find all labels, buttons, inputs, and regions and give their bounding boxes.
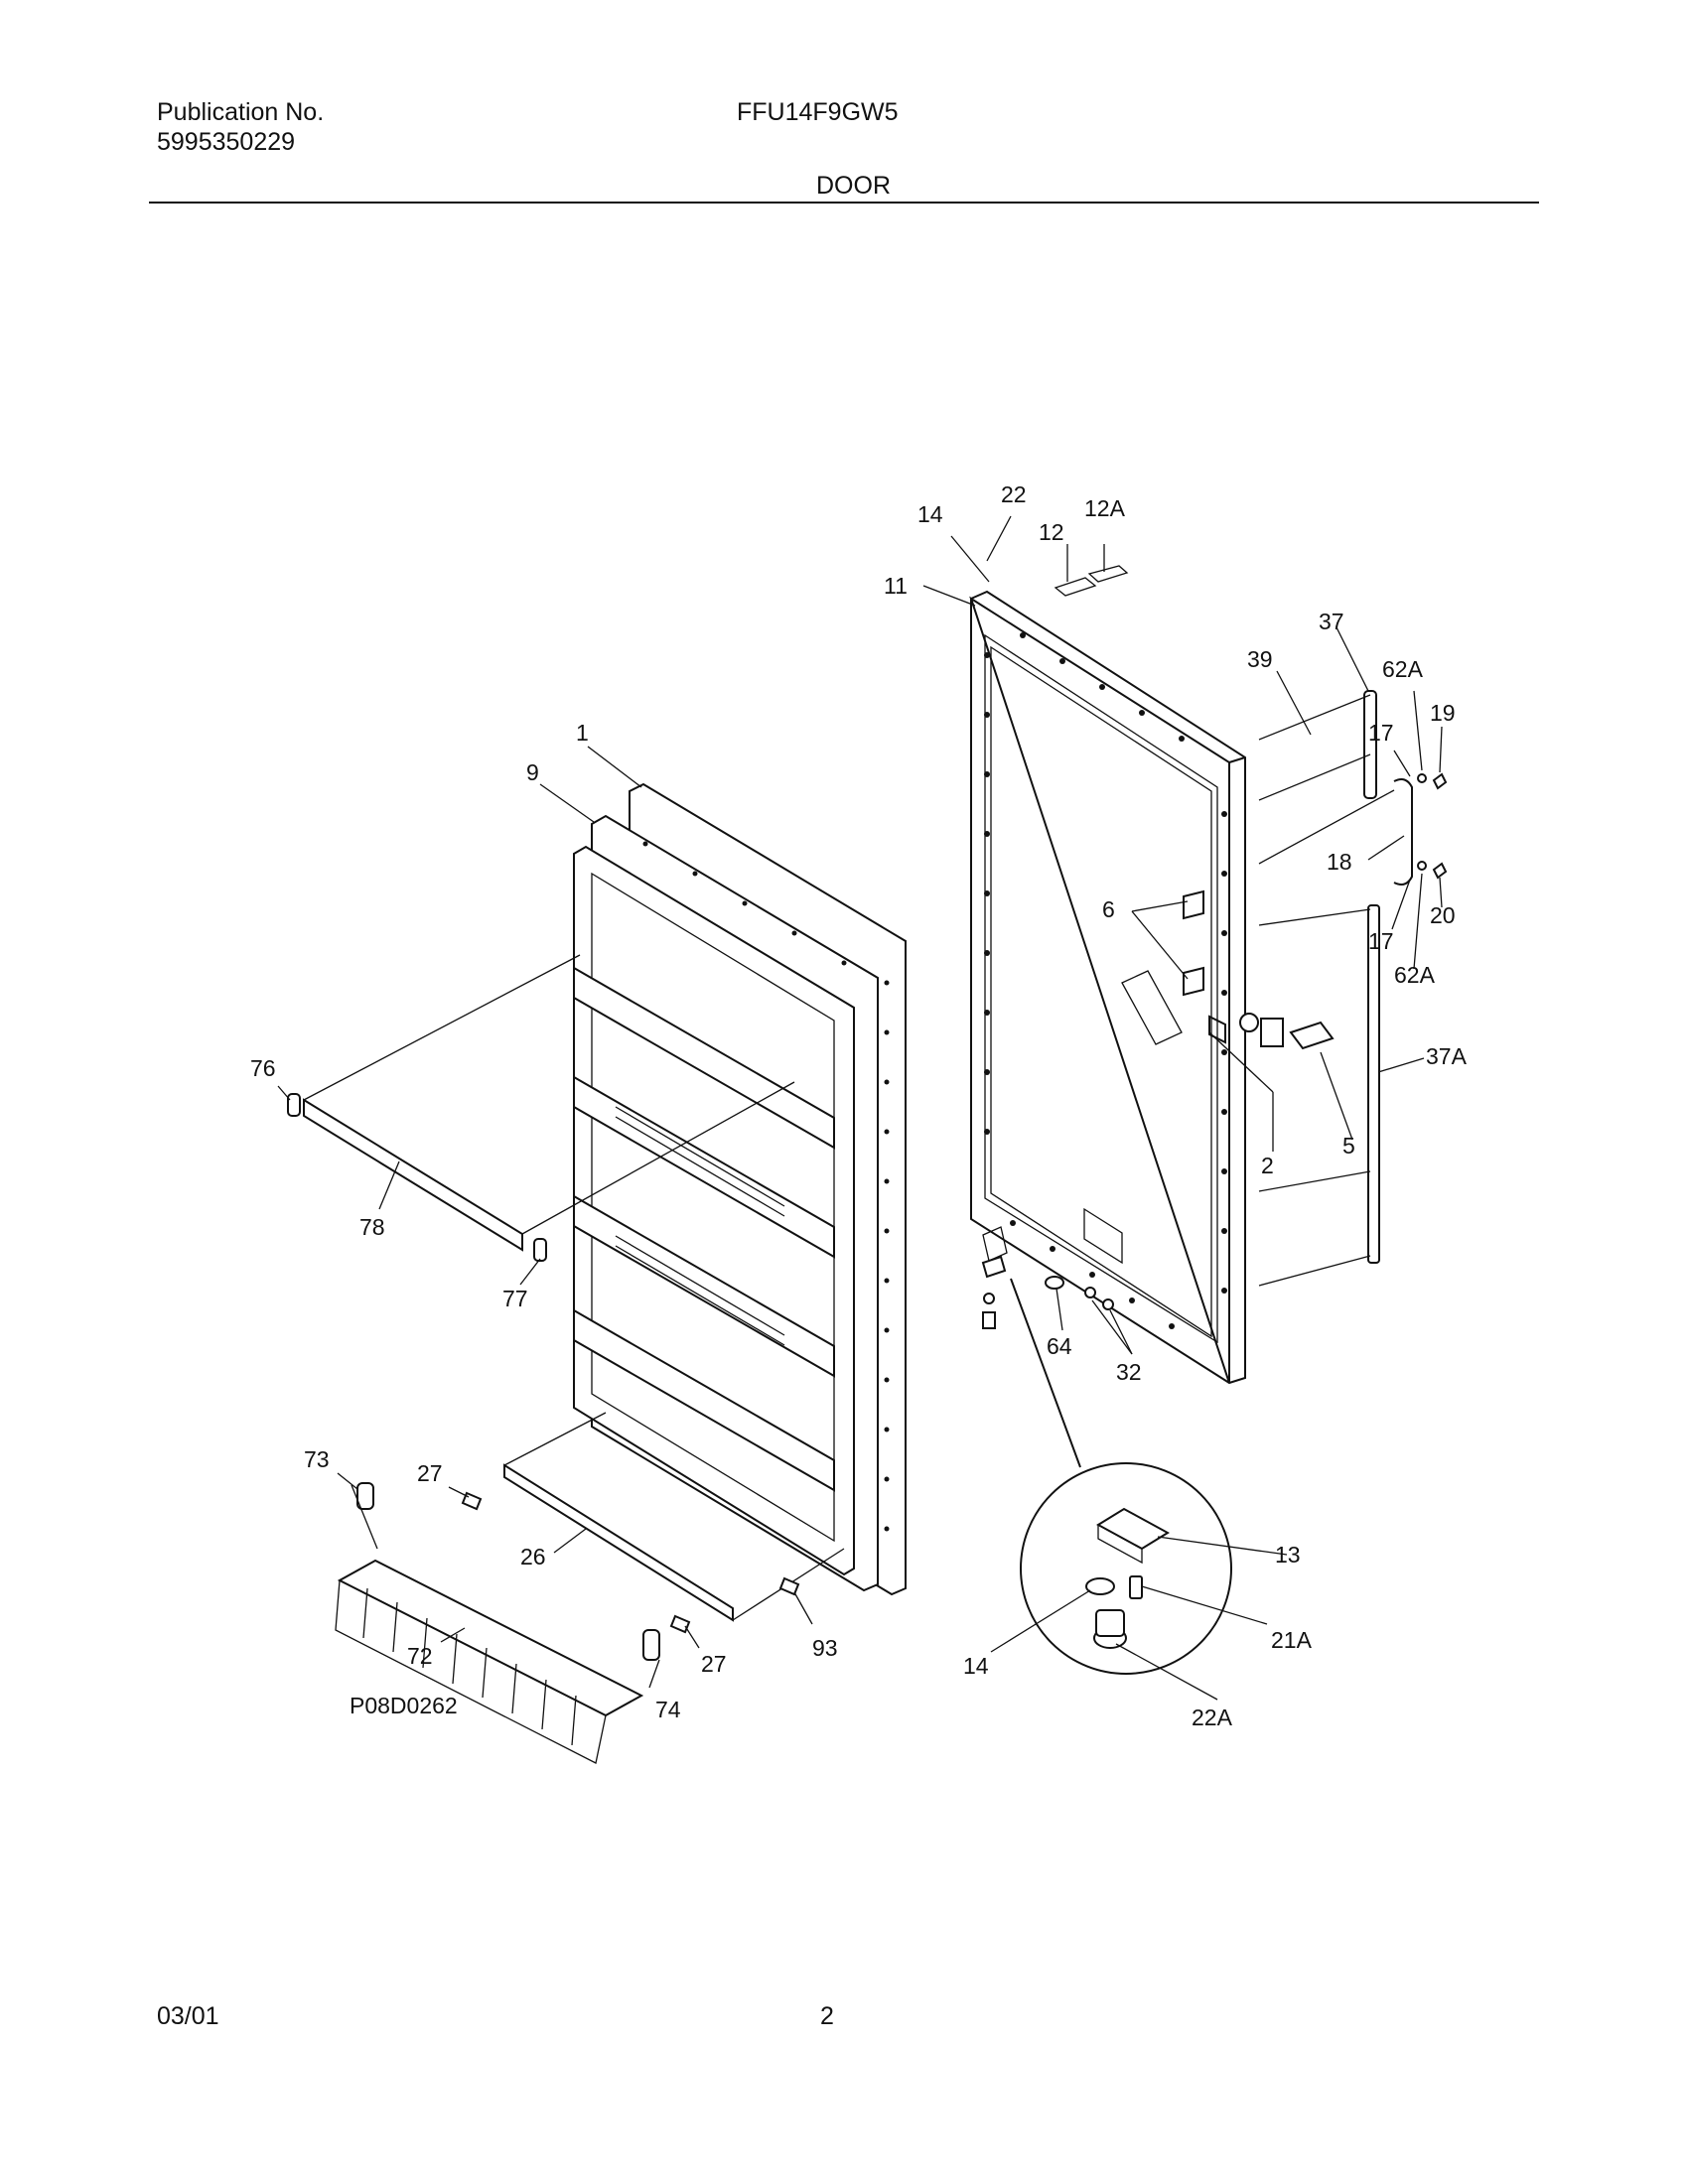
callout-21a: 21A bbox=[1271, 1627, 1313, 1653]
callout-39: 39 bbox=[1247, 646, 1273, 672]
callout-93: 93 bbox=[812, 1635, 838, 1661]
callout-11: 11 bbox=[884, 573, 908, 599]
callout-19: 19 bbox=[1430, 700, 1456, 726]
callout-13: 13 bbox=[1275, 1542, 1301, 1568]
callout-64: 64 bbox=[1047, 1333, 1072, 1359]
door-stop-brackets bbox=[1121, 889, 1335, 1050]
header-rule bbox=[149, 202, 1539, 204]
section-title: DOOR bbox=[816, 172, 891, 200]
callout-22a: 22A bbox=[1192, 1705, 1233, 1730]
callout-2: 2 bbox=[1261, 1153, 1274, 1178]
callout-27-top: 27 bbox=[417, 1460, 443, 1486]
door-basket bbox=[335, 1482, 660, 1764]
publication-number: 5995350229 bbox=[157, 128, 296, 156]
callout-74: 74 bbox=[655, 1697, 681, 1722]
leader-lines bbox=[277, 515, 1443, 1701]
callout-62a-top: 62A bbox=[1382, 656, 1424, 682]
callout-labels: 22 14 12 12A 11 37 39 62A 19 17 1 9 18 6… bbox=[250, 481, 1468, 1730]
callout-17-top: 17 bbox=[1368, 720, 1394, 746]
callout-27-bottom: 27 bbox=[701, 1651, 727, 1677]
callout-6: 6 bbox=[1102, 896, 1115, 922]
callout-26: 26 bbox=[520, 1544, 546, 1570]
publication-label: Publication No. bbox=[157, 98, 325, 126]
callout-77: 77 bbox=[502, 1286, 528, 1311]
footer-date: 03/01 bbox=[157, 2002, 219, 2030]
callout-72: 72 bbox=[407, 1643, 433, 1669]
model-number: FFU14F9GW5 bbox=[737, 98, 899, 126]
door-handle-assembly bbox=[1258, 690, 1448, 1287]
callout-22: 22 bbox=[1001, 481, 1027, 507]
page-number: 2 bbox=[820, 2002, 834, 2030]
callout-18: 18 bbox=[1327, 849, 1352, 875]
callout-12a: 12A bbox=[1084, 495, 1126, 521]
callout-14: 14 bbox=[917, 501, 943, 527]
callout-62a-bottom: 62A bbox=[1394, 962, 1436, 988]
shelf-rail-lower bbox=[461, 1412, 845, 1634]
callout-78: 78 bbox=[359, 1214, 385, 1240]
callout-1: 1 bbox=[576, 720, 589, 746]
callout-37: 37 bbox=[1319, 609, 1344, 634]
shelf-rail-upper bbox=[287, 954, 795, 1262]
callout-73: 73 bbox=[304, 1446, 330, 1472]
callout-17-bottom: 17 bbox=[1368, 928, 1394, 954]
callout-37a: 37A bbox=[1426, 1043, 1468, 1069]
callout-12: 12 bbox=[1039, 519, 1064, 545]
drawing-id: P08D0262 bbox=[350, 1693, 458, 1718]
bottom-hinge-parts bbox=[981, 1255, 1114, 1329]
callout-9: 9 bbox=[526, 759, 539, 785]
callout-5: 5 bbox=[1342, 1133, 1355, 1159]
callout-14-detail: 14 bbox=[963, 1653, 989, 1679]
callout-20: 20 bbox=[1430, 902, 1456, 928]
inner-door-liner bbox=[573, 782, 907, 1596]
outer-door-panel bbox=[969, 565, 1246, 1385]
callout-32: 32 bbox=[1116, 1359, 1142, 1385]
callout-76: 76 bbox=[250, 1055, 276, 1081]
hinge-detail-view bbox=[1010, 1278, 1232, 1675]
